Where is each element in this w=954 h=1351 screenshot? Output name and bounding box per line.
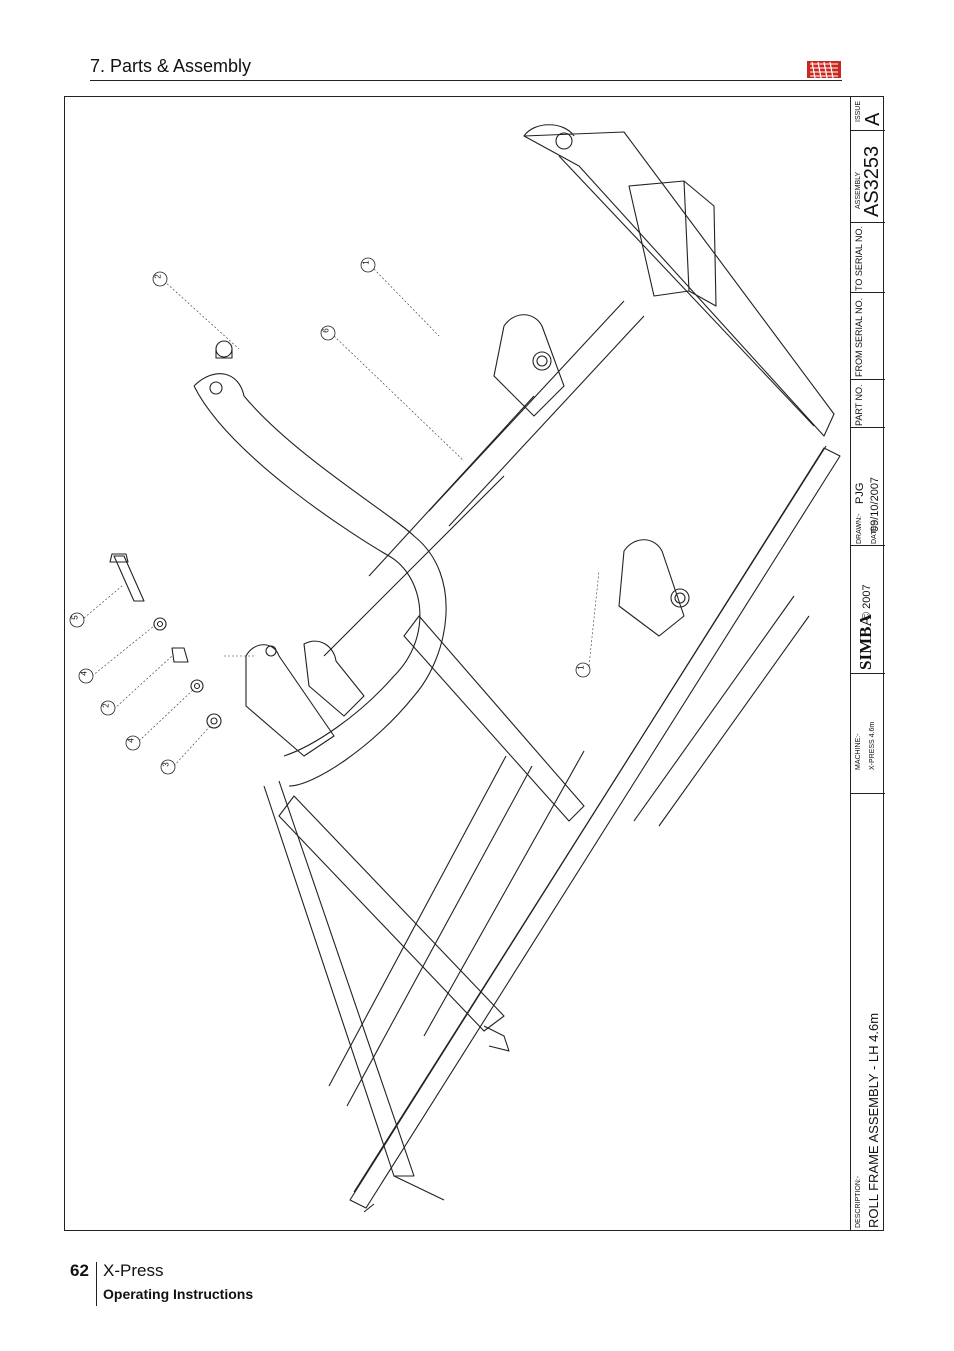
drawn-cell: DRAWN:- PJG DATE:- 09/10/2007 bbox=[851, 427, 885, 545]
callout-label: 3 bbox=[161, 762, 171, 767]
title-block: ISSUE A ASSEMBLY AS3253 TO SERIAL NO. FR… bbox=[850, 96, 885, 1231]
callout-label: 1 bbox=[576, 665, 586, 670]
page-number: 62 bbox=[70, 1261, 89, 1280]
assembly-cell: ASSEMBLY AS3253 bbox=[851, 130, 885, 222]
header-rule bbox=[90, 80, 842, 81]
description-cell: DESCRIPTION:- ROLL FRAME ASSEMBLY - LH 4… bbox=[851, 793, 885, 1231]
callout-label: 5 bbox=[70, 615, 80, 620]
callout-4-upper bbox=[78, 668, 94, 684]
from-serial-cell: FROM SERIAL NO. bbox=[851, 292, 885, 379]
to-serial-label: TO SERIAL NO. bbox=[854, 225, 864, 291]
description-value: ROLL FRAME ASSEMBLY - LH 4.6m bbox=[866, 1012, 881, 1228]
callout-label: 4 bbox=[79, 671, 89, 676]
drawn-value: PJG bbox=[854, 482, 866, 504]
roll-frame-drawing bbox=[83, 124, 841, 1213]
machine-label: MACHINE:- bbox=[855, 733, 862, 770]
callout-4-lower bbox=[125, 735, 141, 751]
machine-value: X-PRESS 4.6m bbox=[869, 721, 876, 770]
callout-label: 2 bbox=[101, 703, 111, 708]
company-cell: © 2007 SIMBA bbox=[851, 545, 885, 673]
callout-label: 4 bbox=[126, 738, 136, 743]
section-title: 7. Parts & Assembly bbox=[90, 56, 252, 76]
callout-label: 6 bbox=[321, 328, 331, 333]
drawing-frame bbox=[64, 96, 884, 1231]
company-name: SIMBA bbox=[856, 614, 875, 670]
issue-cell: ISSUE A bbox=[851, 96, 885, 130]
to-serial-cell: TO SERIAL NO. bbox=[851, 222, 885, 292]
callout-3 bbox=[160, 759, 176, 775]
drawn-label: DRAWN:- bbox=[856, 513, 863, 544]
assembly-value: AS3253 bbox=[861, 145, 883, 217]
document-subtitle: Operating Instructions bbox=[103, 1286, 254, 1302]
date-value: 09/10/2007 bbox=[869, 476, 881, 532]
description-label: DESCRIPTION:- bbox=[855, 1175, 862, 1228]
product-name: X-Press bbox=[103, 1261, 164, 1280]
issue-value: A bbox=[862, 112, 884, 126]
callout-1-lower bbox=[575, 662, 591, 678]
footer-divider bbox=[96, 1262, 97, 1306]
callout-label: 1 bbox=[361, 260, 371, 265]
callout-2-upper bbox=[152, 271, 168, 287]
callout-2-lower bbox=[100, 700, 116, 716]
part-no-label: PART NO. bbox=[854, 384, 864, 426]
from-serial-label: FROM SERIAL NO. bbox=[854, 297, 864, 377]
callout-label: 2 bbox=[153, 274, 163, 279]
issue-label: ISSUE bbox=[855, 100, 862, 122]
part-no-cell: PART NO. bbox=[851, 379, 885, 427]
machine-cell: MACHINE:- X-PRESS 4.6m bbox=[851, 673, 885, 793]
callout-5 bbox=[69, 612, 85, 628]
simba-logo bbox=[807, 61, 841, 79]
callout-6 bbox=[320, 325, 336, 341]
callout-1-upper bbox=[360, 257, 376, 273]
